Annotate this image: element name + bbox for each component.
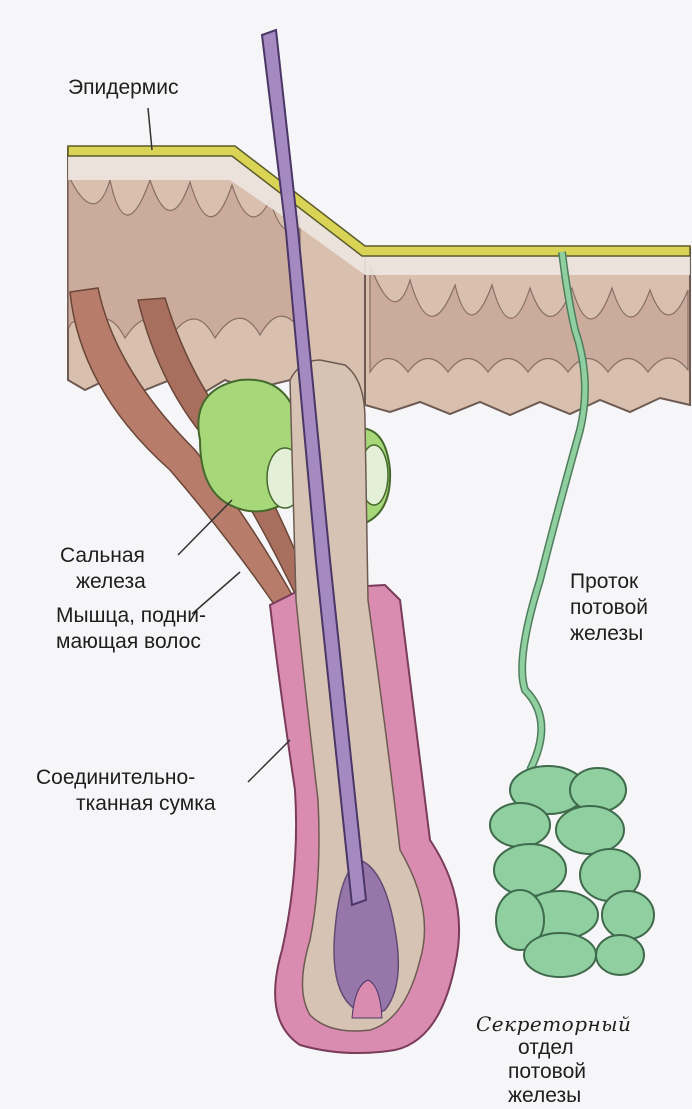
label-secretory-line2: отдел xyxy=(518,1036,574,1060)
label-connective-bursa-line2: тканная сумка xyxy=(76,792,216,816)
label-sebaceous-gland-line2: железа xyxy=(76,570,146,594)
label-sweat-duct-line3: железы xyxy=(570,622,643,646)
label-sweat-duct-line2: потовой xyxy=(570,596,648,620)
label-secretory-line1: Секреторный xyxy=(476,1012,631,1036)
label-secretory-line4: железы xyxy=(508,1084,581,1108)
label-epidermis: Эпидермис xyxy=(68,76,178,100)
label-muscle-line2: мающая волос xyxy=(56,630,201,654)
label-connective-bursa-line1: Соединительно- xyxy=(36,766,195,790)
label-sweat-duct-line1: Проток xyxy=(570,570,638,594)
sweat-gland-coil xyxy=(490,766,654,977)
label-secretory-line3: потовой xyxy=(508,1060,586,1084)
label-muscle-line1: Мышца, подни- xyxy=(56,604,206,628)
label-sebaceous-gland-line1: Сальная xyxy=(60,544,145,568)
